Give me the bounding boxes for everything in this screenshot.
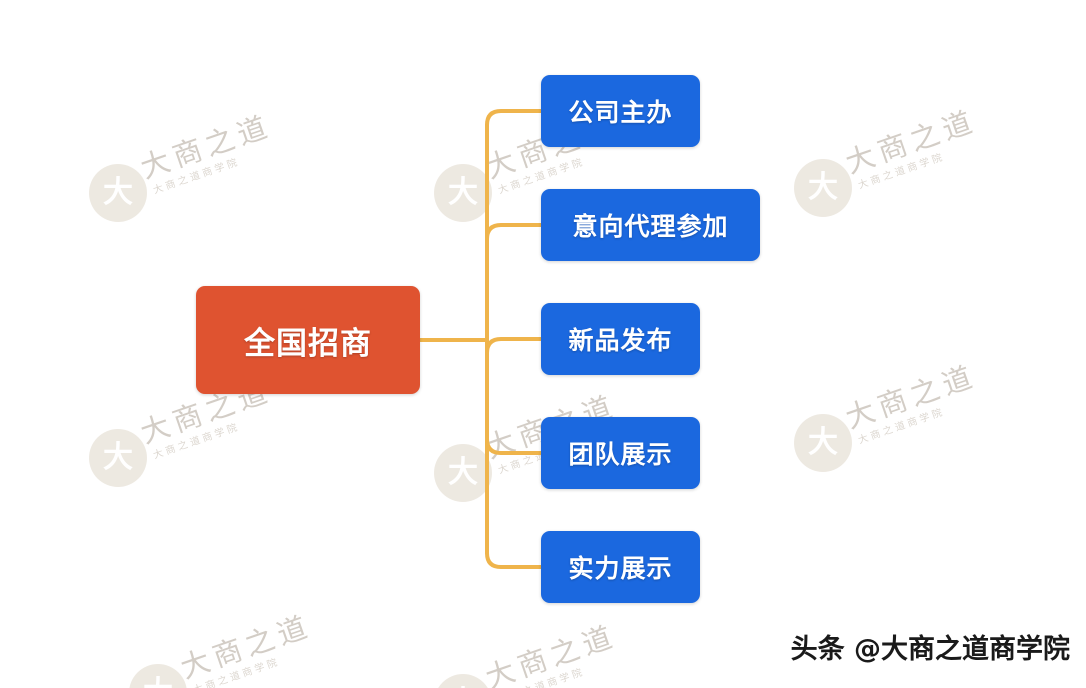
connector-branch-5 (485, 551, 543, 569)
child-node-label: 公司主办 (568, 98, 673, 127)
child-node-2[interactable]: 意向代理参加 (541, 189, 760, 261)
root-node-label: 全国招商 (244, 325, 372, 362)
connector-branch-4 (485, 437, 543, 455)
child-node-label: 实力展示 (568, 554, 673, 583)
child-node-label: 意向代理参加 (572, 212, 729, 241)
child-node-label: 新品发布 (568, 326, 673, 355)
child-node-label: 团队展示 (568, 440, 673, 469)
connector-branch-1 (485, 109, 543, 127)
footer-brand: 头条 @大商之道商学院 (790, 634, 1070, 665)
child-node-5[interactable]: 实力展示 (541, 531, 700, 603)
child-node-3[interactable]: 新品发布 (541, 303, 700, 375)
connector-branch-3 (485, 337, 543, 355)
root-node[interactable]: 全国招商 (196, 286, 420, 394)
connector-branch-2 (485, 223, 543, 241)
child-node-4[interactable]: 团队展示 (541, 417, 700, 489)
child-node-1[interactable]: 公司主办 (541, 75, 700, 147)
